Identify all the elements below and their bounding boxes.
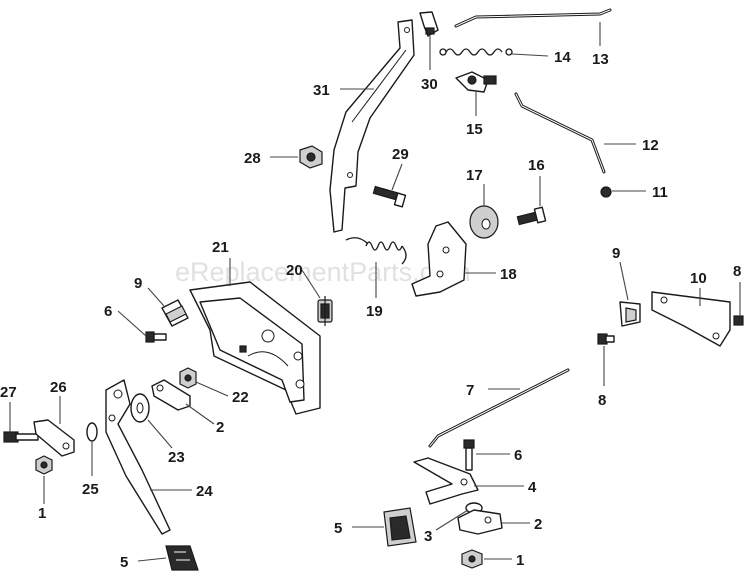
part-6-bolt-lower xyxy=(463,439,475,471)
part-9-clip-right xyxy=(619,301,641,327)
part-1-nut-left xyxy=(35,455,53,475)
part-22-nut xyxy=(179,367,197,389)
leader-lines xyxy=(9,22,741,562)
callout-26: 26 xyxy=(50,379,67,396)
part-18-bracket xyxy=(411,221,467,297)
callout-25: 25 xyxy=(82,481,99,498)
part-5-pedal-pad-left xyxy=(165,545,199,571)
part-8-screw-right xyxy=(733,315,744,326)
part-10-bar xyxy=(651,291,731,347)
part-4-lever xyxy=(413,457,479,505)
callout-28: 28 xyxy=(244,150,261,167)
part-17-washer xyxy=(469,205,499,239)
callout-6-left: 6 xyxy=(104,303,112,320)
callout-5-right: 5 xyxy=(334,520,342,537)
callout-17: 17 xyxy=(466,167,483,184)
part-11-ball xyxy=(600,186,612,198)
callout-9-right: 9 xyxy=(612,245,620,262)
callout-11: 11 xyxy=(652,184,668,201)
part-2-arm-lower xyxy=(457,509,503,535)
callout-14: 14 xyxy=(554,49,571,66)
callout-22: 22 xyxy=(232,389,249,406)
callout-31: 31 xyxy=(313,82,330,99)
part-27-bolt xyxy=(3,431,39,443)
part-7-rod xyxy=(428,368,570,448)
callout-21: 21 xyxy=(212,239,229,256)
callout-10: 10 xyxy=(690,270,707,287)
callout-1-left: 1 xyxy=(38,505,46,522)
callout-2-lower: 2 xyxy=(534,516,542,533)
part-29-bolt xyxy=(372,185,407,208)
part-31-control-lever xyxy=(329,19,415,233)
callout-1-lower: 1 xyxy=(516,552,524,569)
callout-30: 30 xyxy=(421,76,438,93)
part-5-pedal-pad-right xyxy=(383,507,417,547)
part-23-washer xyxy=(130,393,150,423)
part-13-rod xyxy=(454,8,612,28)
callout-5-left: 5 xyxy=(120,554,128,571)
callout-2-upper: 2 xyxy=(216,419,224,436)
callout-labels: 31 30 13 14 15 12 28 29 17 16 11 21 20 1… xyxy=(0,49,741,571)
part-24-pedal-lever xyxy=(105,379,171,535)
callout-12: 12 xyxy=(642,137,659,154)
part-30-clip xyxy=(419,11,439,37)
part-26-lever xyxy=(33,419,75,457)
part-2-arm-upper xyxy=(151,379,191,411)
part-12-rod xyxy=(514,92,606,174)
callout-8-lower: 8 xyxy=(598,392,606,409)
part-8-screw-lower xyxy=(597,333,615,345)
part-15-swivel xyxy=(455,71,497,93)
callout-20: 20 xyxy=(286,262,303,279)
part-19-spring xyxy=(345,237,407,265)
part-28-nut xyxy=(299,145,323,169)
callout-19: 19 xyxy=(366,303,383,320)
part-21-mounting-plate xyxy=(189,281,321,415)
callout-7: 7 xyxy=(466,382,474,399)
callout-27: 27 xyxy=(0,384,17,401)
callout-3: 3 xyxy=(424,528,432,545)
callout-24: 24 xyxy=(196,483,213,500)
callout-4: 4 xyxy=(528,479,537,496)
callout-18: 18 xyxy=(500,266,517,283)
callout-15: 15 xyxy=(466,121,483,138)
callout-29: 29 xyxy=(392,146,409,163)
part-16-bolt xyxy=(516,206,547,226)
callout-6-lower: 6 xyxy=(514,447,522,464)
callout-23: 23 xyxy=(168,449,185,466)
part-6-screw-left xyxy=(145,331,167,343)
part-14-spring xyxy=(439,48,513,56)
callout-16: 16 xyxy=(528,157,545,174)
callout-8-right: 8 xyxy=(733,263,741,280)
part-1-nut-lower xyxy=(461,549,483,569)
part-25-washer xyxy=(86,422,98,442)
callout-9-left: 9 xyxy=(134,275,142,292)
part-20-pivot xyxy=(317,296,333,326)
part-9-clip-left xyxy=(161,299,189,327)
callout-13: 13 xyxy=(592,51,609,68)
